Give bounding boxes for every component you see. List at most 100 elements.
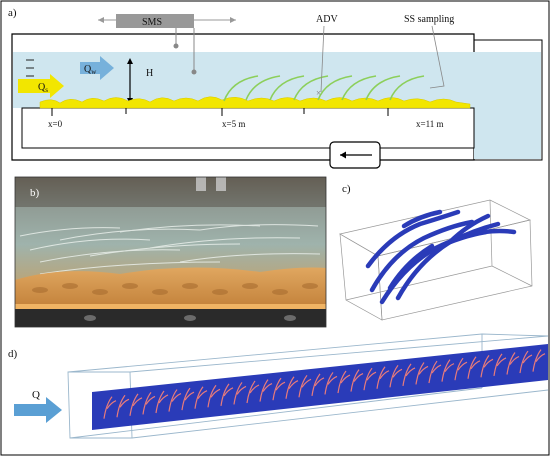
svg-text:x=11 m: x=11 m bbox=[416, 119, 444, 129]
plant-branch bbox=[470, 360, 481, 370]
plant-strand bbox=[363, 367, 373, 391]
flow-arrow-q: Q bbox=[14, 389, 62, 423]
svg-text:SMS: SMS bbox=[142, 17, 162, 28]
plant-strand bbox=[480, 354, 490, 378]
svg-text:H: H bbox=[146, 68, 153, 79]
plant-branch bbox=[249, 384, 260, 394]
plant-strand bbox=[311, 373, 321, 396]
plant-strand bbox=[142, 392, 152, 415]
plant-branch bbox=[366, 371, 377, 381]
plant-branch bbox=[197, 390, 208, 400]
flume-box-3d bbox=[67, 333, 549, 439]
plant-branch bbox=[119, 398, 130, 408]
plant-strand bbox=[116, 394, 126, 418]
plant-branch bbox=[483, 358, 494, 368]
svg-text:SS sampling: SS sampling bbox=[404, 14, 454, 25]
plant-branch bbox=[184, 391, 195, 401]
plant-strand bbox=[402, 363, 412, 386]
panel-b-tag: b) bbox=[30, 187, 40, 199]
plant-branch bbox=[210, 388, 221, 398]
plant-branch bbox=[171, 392, 182, 402]
plant-strand bbox=[181, 387, 191, 411]
plant-branch bbox=[158, 394, 169, 404]
sms-device: SMS bbox=[98, 14, 236, 75]
panel-b-photo bbox=[14, 176, 327, 328]
plant-branch bbox=[405, 367, 416, 377]
plant-branch bbox=[444, 363, 455, 372]
plant-branch bbox=[301, 378, 312, 388]
left-arrow-icon bbox=[340, 151, 372, 159]
plant-branch bbox=[145, 395, 156, 405]
plant-strand bbox=[519, 350, 529, 374]
plant-branch bbox=[106, 400, 117, 410]
plant-strand bbox=[376, 366, 386, 389]
plant-branch bbox=[353, 373, 364, 382]
plant-strand bbox=[259, 379, 269, 402]
plant-branch bbox=[392, 368, 403, 378]
panel-a: a) Qs Qw bbox=[8, 7, 543, 169]
plant-strand bbox=[285, 376, 295, 399]
plant-strand bbox=[129, 393, 139, 416]
svg-text:Qw: Qw bbox=[84, 64, 97, 76]
sediment-inflow-arrow: Qs bbox=[18, 74, 64, 98]
plant-strand bbox=[207, 384, 217, 408]
plant-branch bbox=[340, 374, 351, 384]
plant-branch bbox=[522, 354, 533, 364]
svg-text:ADV: ADV bbox=[316, 14, 338, 25]
plant-branch bbox=[288, 380, 299, 390]
plant-strand bbox=[454, 357, 464, 381]
plant-strand bbox=[389, 364, 399, 388]
plant-strand bbox=[246, 380, 256, 404]
plant-strand bbox=[350, 369, 360, 392]
plant-strand bbox=[220, 383, 230, 406]
plant-strand bbox=[337, 370, 347, 394]
panel-c-tag: c) bbox=[342, 183, 351, 195]
plant-branch bbox=[275, 381, 286, 391]
plant-branch bbox=[132, 397, 143, 407]
position-markers: x=0 x=5 m x=11 m bbox=[48, 108, 444, 129]
plant-branch bbox=[457, 361, 468, 371]
plant-strand bbox=[324, 372, 334, 395]
adv-pointer: ADV × bbox=[316, 14, 338, 98]
ss-sampling-pointer: SS sampling bbox=[404, 14, 454, 89]
plant-strand bbox=[415, 362, 425, 385]
plant-strand bbox=[441, 359, 451, 382]
plant-branch bbox=[431, 364, 442, 374]
plant-strand bbox=[428, 360, 438, 384]
flume-outlet bbox=[474, 39, 543, 161]
plant-strand bbox=[506, 352, 516, 375]
plant-strand bbox=[103, 396, 113, 419]
water-flow-arrow: Qw bbox=[80, 56, 114, 80]
plant-branch bbox=[535, 353, 546, 362]
plant-strand bbox=[532, 349, 542, 372]
plant-branch bbox=[509, 355, 520, 365]
adv-mark-icon: × bbox=[316, 88, 321, 98]
plant-strand bbox=[168, 389, 178, 412]
plant-branch bbox=[314, 377, 325, 387]
return-channel bbox=[21, 107, 475, 149]
water-outlet bbox=[474, 52, 541, 159]
plant-branch bbox=[418, 365, 429, 375]
plant-stems-3d bbox=[103, 349, 546, 419]
plant-canopy-3d bbox=[365, 209, 517, 305]
svg-text:Qs: Qs bbox=[38, 82, 48, 94]
plant-branch bbox=[496, 357, 507, 367]
plant-strand bbox=[493, 353, 503, 377]
svg-text:Q: Q bbox=[32, 389, 40, 401]
svg-text:x=0: x=0 bbox=[48, 119, 63, 129]
plant-strand bbox=[298, 374, 308, 398]
vegetation-stems bbox=[223, 75, 425, 102]
svg-text:x=5 m: x=5 m bbox=[222, 119, 245, 129]
panel-d-tag: d) bbox=[8, 348, 18, 360]
panel-d: d) Q bbox=[8, 333, 549, 439]
plant-strand bbox=[467, 356, 477, 379]
sediment-dunes bbox=[39, 96, 471, 109]
plant-strand bbox=[272, 377, 282, 401]
plant-branch bbox=[327, 375, 338, 385]
plant-branch bbox=[223, 387, 234, 397]
panel-a-tag: a) bbox=[8, 7, 17, 19]
plant-strand bbox=[233, 382, 243, 405]
plant-branch bbox=[379, 370, 390, 380]
plant-strand bbox=[155, 390, 165, 414]
